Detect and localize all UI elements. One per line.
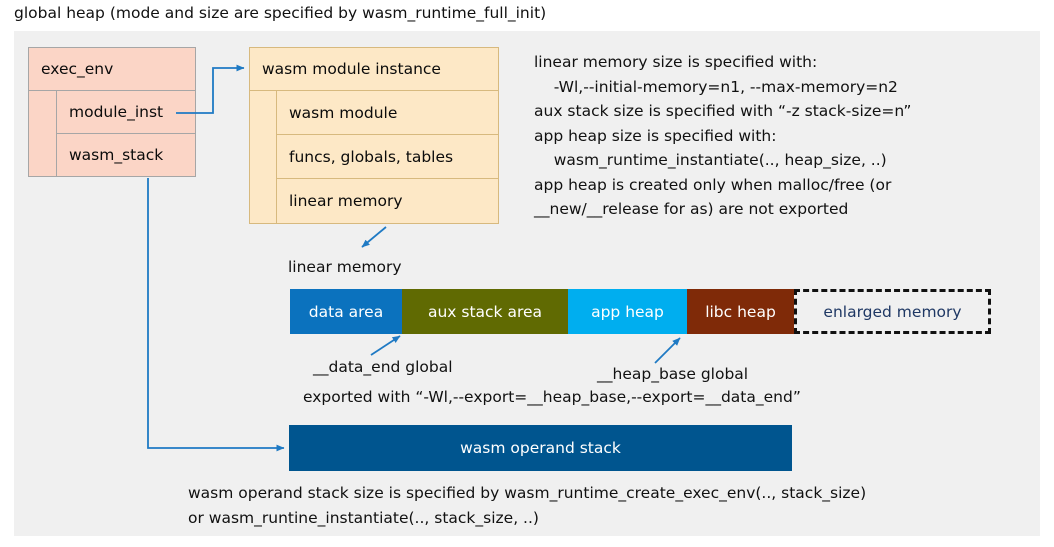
- exec-env-header: exec_env: [28, 47, 196, 91]
- page-title: global heap (mode and size are specified…: [14, 4, 547, 22]
- module-instance-field-linear-memory: linear memory: [276, 178, 499, 224]
- annotation-exported-with: exported with “-Wl,--export=__heap_base,…: [303, 388, 801, 406]
- module-instance-field-funcs-globals-tables: funcs, globals, tables: [276, 134, 499, 179]
- annotation-heap-base-global: __heap_base global: [597, 365, 749, 383]
- linear-memory-notes: linear memory size is specified with: -W…: [534, 53, 912, 218]
- exec-env-field-module-inst: module_inst: [56, 90, 196, 134]
- exec-env-field-wasm-stack: wasm_stack: [56, 133, 196, 177]
- memory-segment-libc-heap: libc heap: [687, 289, 794, 334]
- wasm-module-instance-struct: wasm module instance wasm module funcs, …: [249, 47, 499, 224]
- wasm-operand-stack-bar: wasm operand stack: [289, 425, 792, 471]
- exec-env-struct: exec_env module_inst wasm_stack: [28, 47, 196, 177]
- operand-stack-note: wasm operand stack size is specified by …: [188, 484, 867, 527]
- memory-segment-app-heap: app heap: [568, 289, 687, 334]
- linear-memory-caption: linear memory: [288, 258, 402, 276]
- linear-memory-bar: data area aux stack area app heap libc h…: [290, 289, 991, 334]
- annotation-data-end-global: __data_end global: [313, 358, 453, 376]
- memory-segment-data-area: data area: [290, 289, 402, 334]
- wasm-module-instance-header: wasm module instance: [249, 47, 499, 91]
- memory-segment-aux-stack-area: aux stack area: [402, 289, 568, 334]
- module-instance-field-wasm-module: wasm module: [276, 90, 499, 135]
- memory-segment-enlarged-memory: enlarged memory: [794, 289, 991, 334]
